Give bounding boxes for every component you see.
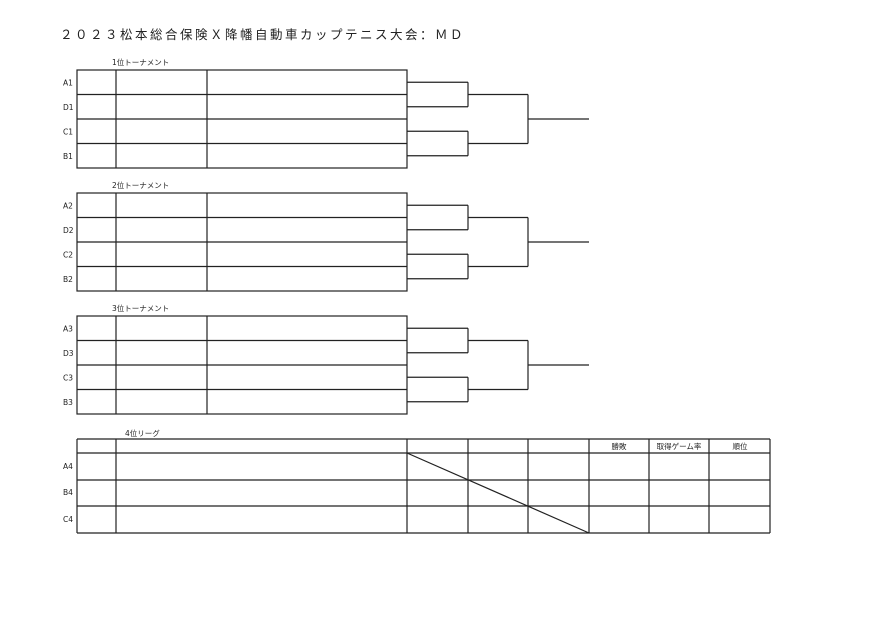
league-label: 4位リーグ (125, 428, 160, 438)
bracket (407, 327, 589, 403)
seed-label: B3 (63, 398, 73, 407)
header-game-rate: 取得ゲーム率 (657, 441, 702, 451)
header-wins-losses: 勝敗 (612, 441, 627, 451)
bracket (407, 204, 589, 280)
tournament-label: 3位トーナメント (112, 303, 169, 313)
league-seed-label: A4 (63, 462, 73, 471)
tournament-label: 2位トーナメント (112, 180, 169, 190)
seed-label: C2 (63, 250, 73, 259)
bracket (407, 81, 589, 157)
league-table: 4位リーグ 勝敗 取得ゲーム率 順位 A4 B4 C4 (63, 428, 771, 534)
seed-label: A3 (63, 324, 73, 333)
seed-label: A2 (63, 201, 73, 210)
seed-label: D2 (63, 226, 74, 235)
seed-label: A1 (63, 78, 73, 87)
seed-label: D3 (63, 349, 74, 358)
diagonal-slash (406, 452, 590, 534)
seed-label: D1 (63, 103, 74, 112)
league-seed-label: B4 (63, 488, 73, 497)
header-rank: 順位 (733, 441, 748, 451)
page-title: ２０２３松本総合保険Ｘ降幡自動車カップテニス大会：ＭＤ (60, 27, 465, 42)
league-seed-label: C4 (63, 515, 73, 524)
seed-label: B1 (63, 152, 73, 161)
tournament-label: 1位トーナメント (112, 57, 169, 67)
seed-label: B2 (63, 275, 73, 284)
seed-label: C1 (63, 127, 73, 136)
seed-label: C3 (63, 373, 73, 382)
